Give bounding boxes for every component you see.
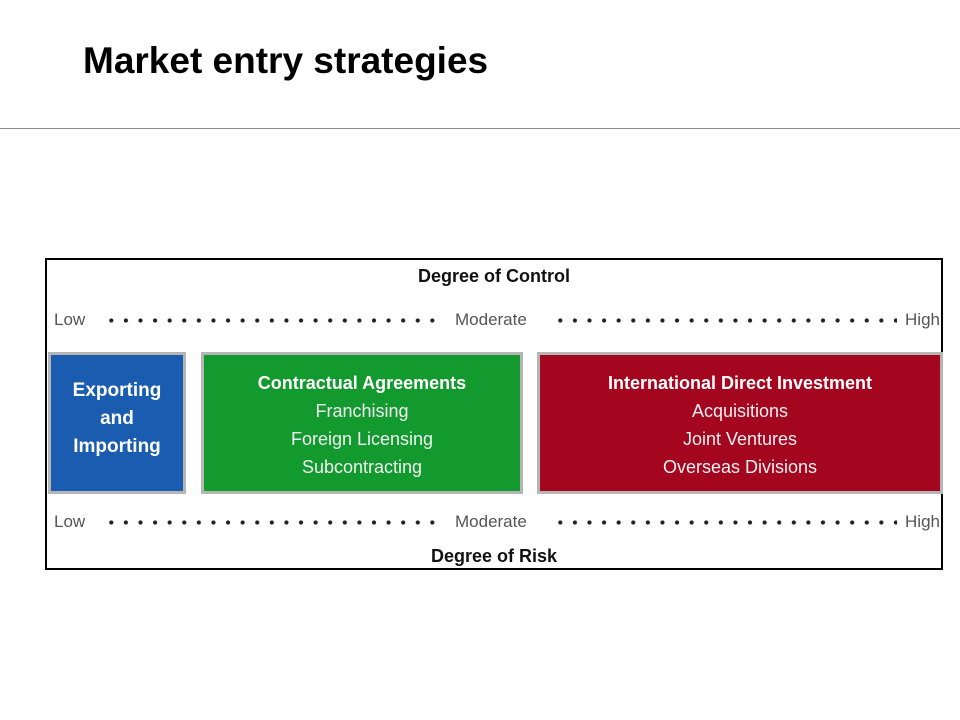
page-title: Market entry strategies: [83, 40, 489, 81]
control-dots-right: [551, 318, 897, 323]
control-dots-left: [102, 318, 438, 323]
fdi-item: Acquisitions: [691, 401, 789, 421]
exporting-heading-line-2: and: [100, 408, 134, 429]
risk-moderate-label: Moderate: [455, 512, 527, 531]
contractual-heading: Contractual Agreements: [257, 373, 467, 393]
exporting-importing-box: Exporting and Importing: [48, 352, 186, 494]
control-scale: Low Moderate High: [47, 308, 941, 332]
contractual-item: Subcontracting: [301, 457, 423, 477]
risk-high-label: High: [905, 512, 940, 531]
control-low-label: Low: [54, 310, 86, 329]
fdi-item: Joint Ventures: [682, 429, 798, 449]
exporting-heading-line-3: Importing: [73, 436, 161, 457]
control-high-label: High: [905, 310, 940, 329]
risk-dots-right: [551, 520, 897, 525]
risk-dots-left: [102, 520, 438, 525]
entry-strategy-diagram: Degree of Control Low Moderate High Expo…: [45, 258, 943, 570]
control-moderate-label: Moderate: [455, 310, 527, 329]
contractual-item: Franchising: [315, 401, 409, 421]
risk-scale: Low Moderate High: [47, 510, 941, 534]
risk-low-label: Low: [54, 512, 86, 531]
title-divider: [0, 128, 960, 129]
international-direct-investment-box: International Direct Investment Acquisit…: [537, 352, 943, 494]
contractual-item: Foreign Licensing: [290, 429, 434, 449]
fdi-heading: International Direct Investment: [607, 373, 873, 393]
fdi-item: Overseas Divisions: [662, 457, 818, 477]
contractual-agreements-box: Contractual Agreements Franchising Forei…: [201, 352, 523, 494]
control-heading: Degree of Control: [417, 266, 570, 286]
risk-heading: Degree of Risk: [430, 546, 558, 566]
exporting-heading-line-1: Exporting: [72, 380, 162, 401]
